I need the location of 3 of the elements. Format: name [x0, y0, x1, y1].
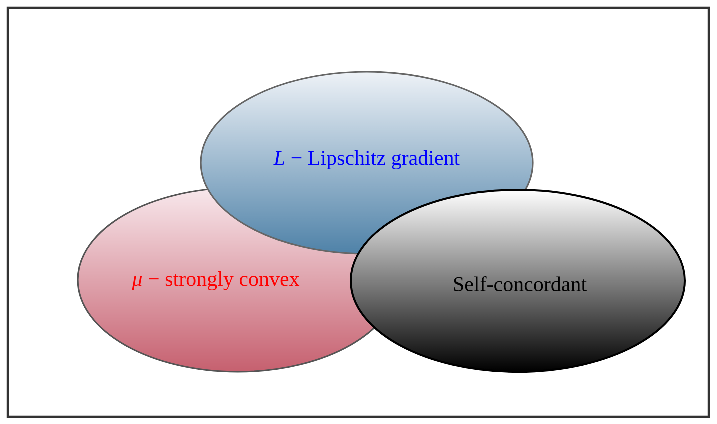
ellipse-label: Self-concordant [454, 276, 587, 292]
ellipse-label: L − Lipschitz gradient [274, 150, 460, 170]
ellipse-label: μ − strongly convex [132, 271, 300, 291]
